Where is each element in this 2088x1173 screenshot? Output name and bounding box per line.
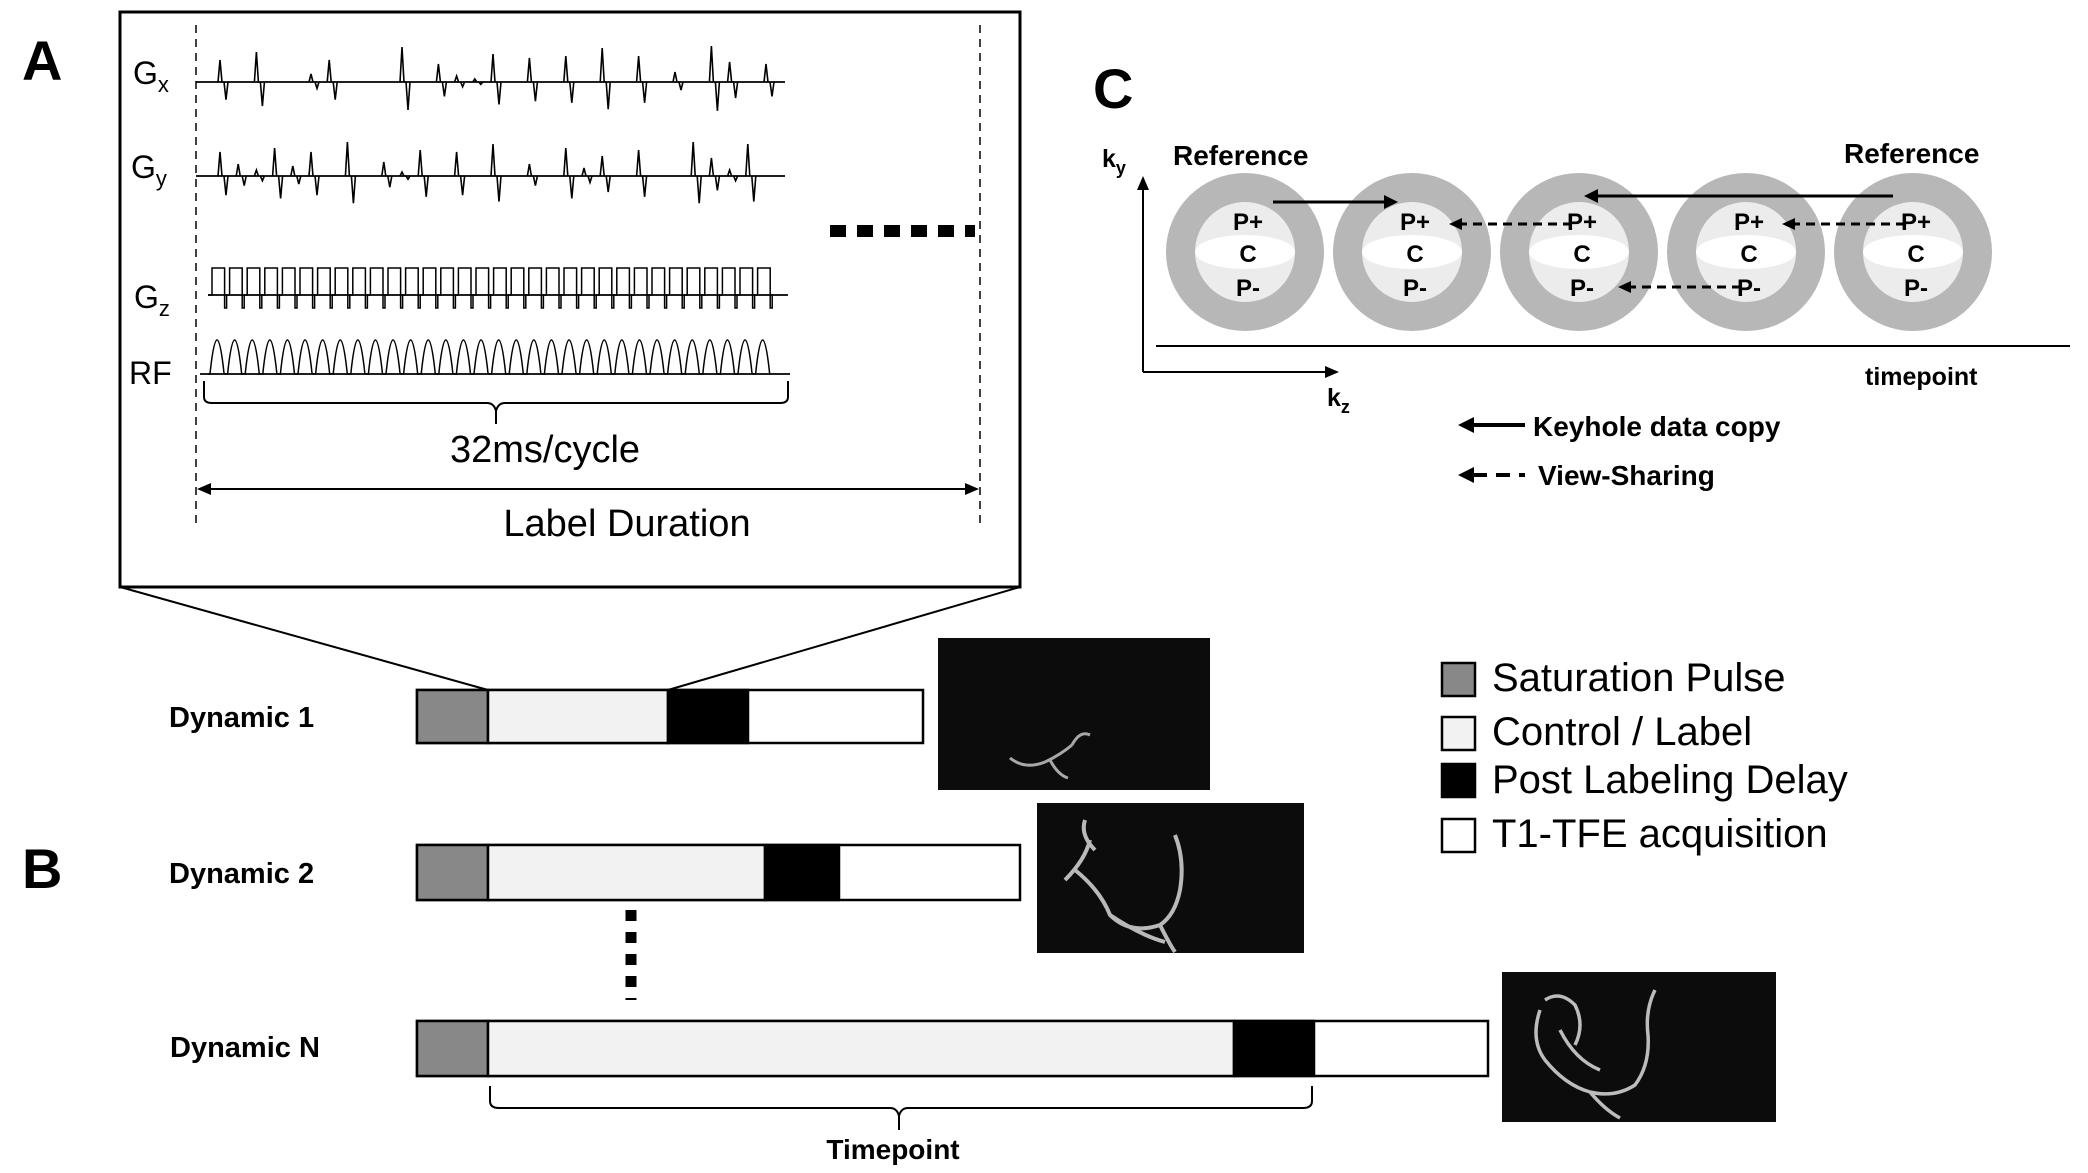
c-label: C xyxy=(1740,241,1757,268)
viewshare-legend-label: View-Sharing xyxy=(1538,460,1715,491)
dynamic-2-pld xyxy=(763,843,841,902)
timepoint-label: Timepoint xyxy=(826,1134,959,1165)
p-plus-label: P+ xyxy=(1567,209,1597,236)
cycle-label: 32ms/cycle xyxy=(450,429,640,471)
dynamic-2-saturation xyxy=(415,843,490,902)
panel-c-letter: C xyxy=(1093,57,1133,120)
gz-waveform xyxy=(208,267,788,309)
legend-swatch-saturation xyxy=(1440,661,1477,698)
gy-label: Gy xyxy=(131,149,167,191)
p-minus-label: P- xyxy=(1570,275,1594,302)
dynamic-2-label-segment xyxy=(486,843,767,902)
dynamic-1-label-segment xyxy=(486,688,670,745)
kspace-center-band xyxy=(1696,235,1796,269)
duration-label: Label Duration xyxy=(503,503,750,545)
rf-label: RF xyxy=(129,355,172,391)
p-plus-label: P+ xyxy=(1400,209,1430,236)
kspace-center-band xyxy=(1529,235,1629,269)
dynamic-n-saturation xyxy=(415,1019,490,1078)
kspace-timepoint-4: P+ C P- xyxy=(1667,173,1825,331)
legend-saturation: Saturation Pulse xyxy=(1492,656,1786,700)
dynamic-1-angiogram xyxy=(938,638,1210,790)
dynamic-2-angiogram xyxy=(1037,803,1304,953)
gz-pulses xyxy=(208,267,773,309)
gy-trace-pulses xyxy=(217,141,757,204)
dynamic-n-label: Dynamic N xyxy=(170,1032,320,1064)
dynamic-1-pld xyxy=(666,688,750,745)
p-plus-label: P+ xyxy=(1901,209,1931,236)
legend-control: Control / Label xyxy=(1492,710,1752,754)
ky-label: ky xyxy=(1102,145,1126,178)
p-minus-label: P- xyxy=(1236,275,1260,302)
c-label: C xyxy=(1406,241,1423,268)
kspace-timepoint-5: P+ C P- xyxy=(1834,173,1992,331)
timepoint-axis-label: timepoint xyxy=(1865,363,1978,391)
dynamic-2-label: Dynamic 2 xyxy=(169,858,314,890)
kspace-center-band xyxy=(1863,235,1963,269)
legend-acquisition: T1-TFE acquisition xyxy=(1492,812,1828,856)
kspace-timepoint-1: P+ C P- xyxy=(1166,173,1324,331)
kspace-timepoints: P+ C P- P+ C P- P+ C P- P+ C P- P+ C P- xyxy=(1166,173,1992,331)
panel-a-frame xyxy=(118,10,1022,589)
dynamic-1-saturation xyxy=(415,688,490,745)
gx-waveform xyxy=(196,45,785,111)
kspace-center-band xyxy=(1362,235,1462,269)
c-label: C xyxy=(1907,241,1924,268)
dynamic-n-angiogram xyxy=(1502,972,1776,1122)
p-minus-label: P- xyxy=(1904,275,1928,302)
gy-waveform xyxy=(196,141,785,204)
rf-waveform xyxy=(200,339,790,375)
legend-swatch-control xyxy=(1440,715,1477,752)
c-label: C xyxy=(1573,241,1590,268)
dynamic-n-pld xyxy=(1232,1019,1316,1078)
dynamic-n-label-segment xyxy=(486,1019,1236,1078)
kspace-center-band xyxy=(1195,235,1295,269)
p-minus-label: P- xyxy=(1737,275,1761,302)
p-plus-label: P+ xyxy=(1734,209,1764,236)
panel-b-letter: B xyxy=(22,837,62,900)
p-plus-label: P+ xyxy=(1233,209,1263,236)
panel-a-letter: A xyxy=(22,29,62,92)
gz-label: Gz xyxy=(134,279,170,321)
reference-right-label: Reference xyxy=(1844,138,1979,169)
legend: Saturation Pulse Control / Label Post La… xyxy=(1440,656,1848,856)
kspace-timepoint-3: P+ C P- xyxy=(1500,173,1658,331)
zoom-line-right xyxy=(667,586,1021,691)
kz-label: kz xyxy=(1327,384,1350,417)
c-label: C xyxy=(1239,241,1256,268)
rf-pulses xyxy=(208,339,771,375)
gx-trace-pulses xyxy=(217,45,775,111)
dynamic-1-label: Dynamic 1 xyxy=(169,702,314,734)
kspace-timepoint-2: P+ C P- xyxy=(1333,173,1491,331)
gx-label: Gx xyxy=(133,55,169,97)
legend-pld: Post Labeling Delay xyxy=(1492,758,1848,802)
legend-swatch-acquisition xyxy=(1440,817,1477,854)
keyhole-legend-label: Keyhole data copy xyxy=(1533,411,1781,442)
reference-left-label: Reference xyxy=(1173,140,1308,171)
zoom-line-left xyxy=(119,586,489,691)
p-minus-label: P- xyxy=(1403,275,1427,302)
legend-swatch-pld xyxy=(1440,762,1477,799)
timepoint-brace xyxy=(489,1086,1313,1117)
